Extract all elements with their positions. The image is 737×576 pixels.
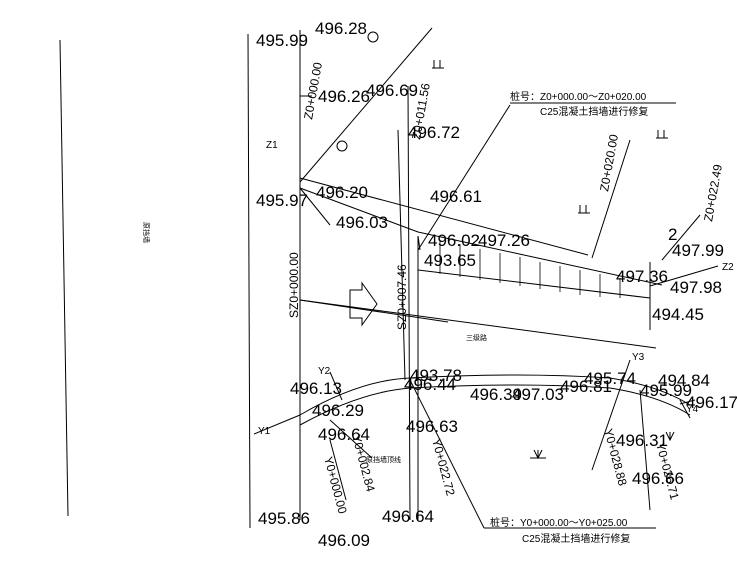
elev-label: 497.26 xyxy=(478,231,530,250)
y3-axis xyxy=(591,359,631,471)
elev-label: 496.66 xyxy=(632,469,684,488)
frame-line-left xyxy=(247,33,251,529)
wall-line-c xyxy=(417,231,663,286)
wall-line-e xyxy=(417,269,651,299)
mid-vertical-line xyxy=(407,85,411,521)
elev-label: 495.74 xyxy=(584,369,636,388)
elev-label: 496.28 xyxy=(315,19,367,38)
station-label: SZ0+007.46 xyxy=(395,264,409,330)
elev-label: 496.29 xyxy=(312,401,364,420)
elev-label: 496.09 xyxy=(318,531,370,550)
z-axis-right xyxy=(661,214,701,261)
bottom-note-desc: C25混凝土挡墙进行修复 xyxy=(522,532,630,545)
elev-label: 496.17 xyxy=(686,393,737,412)
left-small-label: 原挡墙 xyxy=(142,222,151,243)
top-note-desc: C25混凝土挡墙进行修复 xyxy=(540,105,648,118)
elev-label: 496.63 xyxy=(406,417,458,436)
point-label-y1: Y1 xyxy=(258,426,271,437)
elev-label: 497.03 xyxy=(512,385,564,404)
point-label-z2: Z2 xyxy=(722,262,734,273)
elev-label: 495.97 xyxy=(256,191,308,210)
elev-label: 495.86 xyxy=(258,509,310,528)
elev-label: 496.20 xyxy=(316,183,368,202)
point-label-y3: Y3 xyxy=(632,352,645,363)
point-label-z1: Z1 xyxy=(266,140,278,151)
elev-label: 496.69 xyxy=(366,81,418,100)
y-alignment-curve xyxy=(299,374,691,416)
elev-label: 494.84 xyxy=(658,371,710,390)
wall-line-b xyxy=(299,187,419,233)
survey-point-icon xyxy=(367,31,379,43)
elev-label: 496.39 xyxy=(470,385,522,404)
flow-arrow-icon xyxy=(349,281,378,327)
elev-label: 495.99 xyxy=(640,381,692,400)
elev-label: 493.78 xyxy=(410,366,462,385)
elev-label: 496.72 xyxy=(408,123,460,142)
elev-label: 496.64 xyxy=(382,507,434,526)
station-label: SZ0+000.00 xyxy=(287,252,301,318)
grass-symbols xyxy=(432,60,675,460)
lower-small-label: 原挡墙顶线 xyxy=(366,455,401,464)
top-note-range: 桩号：Z0+000.00～Z0+020.00 xyxy=(510,90,647,103)
top-note-leader xyxy=(417,104,511,251)
bottom-note-range: 桩号：Y0+000.00～Y0+025.00 xyxy=(490,516,628,529)
y2-leader xyxy=(329,371,343,401)
elev-label: 495.99 xyxy=(256,31,308,50)
elev-label: 496.03 xyxy=(336,213,388,232)
elev-label: 496.81 xyxy=(560,377,612,396)
elev-label: 496.13 xyxy=(290,379,342,398)
wall-hatching xyxy=(439,240,621,298)
elev-label: 496.02 xyxy=(428,231,480,250)
point-label-two: 2 xyxy=(668,225,677,244)
y4-tick xyxy=(679,399,696,405)
road-arrow-line xyxy=(299,299,449,323)
elev-label: 497.98 xyxy=(670,278,722,297)
road-centerline xyxy=(299,299,657,349)
y0-axis-line xyxy=(329,439,347,501)
z020-leader xyxy=(591,139,631,259)
right-lower-line xyxy=(639,389,651,511)
elev-label: 496.31 xyxy=(616,431,668,450)
left-boundary-line xyxy=(59,39,69,517)
road-label: 三级路 xyxy=(466,333,487,342)
elev-label: 493.65 xyxy=(424,251,476,270)
station-label: Z0+022.49 xyxy=(701,163,725,223)
station-label: Y0+000.00 xyxy=(321,455,350,515)
wall-line-a xyxy=(299,177,589,256)
bottom-note-leader xyxy=(409,379,485,529)
elev-label: 496.44 xyxy=(404,375,456,394)
z-axis-upper xyxy=(299,27,433,183)
elev-label: 496.26 xyxy=(318,87,370,106)
point-label-y4: Y4 xyxy=(686,404,699,415)
y4-leader xyxy=(679,399,691,419)
point-label-y2: Y2 xyxy=(318,366,331,377)
z2-leader xyxy=(649,265,719,287)
lower-label-leader xyxy=(329,419,373,459)
mid-vertical-line-2 xyxy=(397,129,406,381)
elev-label: 496.64 xyxy=(318,425,370,444)
y1-leader xyxy=(253,414,301,435)
elev-label: 496.61 xyxy=(430,187,482,206)
survey-point-icon xyxy=(336,140,348,152)
y-alignment-curve-2 xyxy=(299,384,691,426)
elev-label: 497.36 xyxy=(616,267,668,286)
station-label: Z0+020.00 xyxy=(597,133,621,193)
z1-leader xyxy=(299,187,331,226)
elev-label: 497.99 xyxy=(672,241,724,260)
elev-label: 494.45 xyxy=(652,305,704,324)
